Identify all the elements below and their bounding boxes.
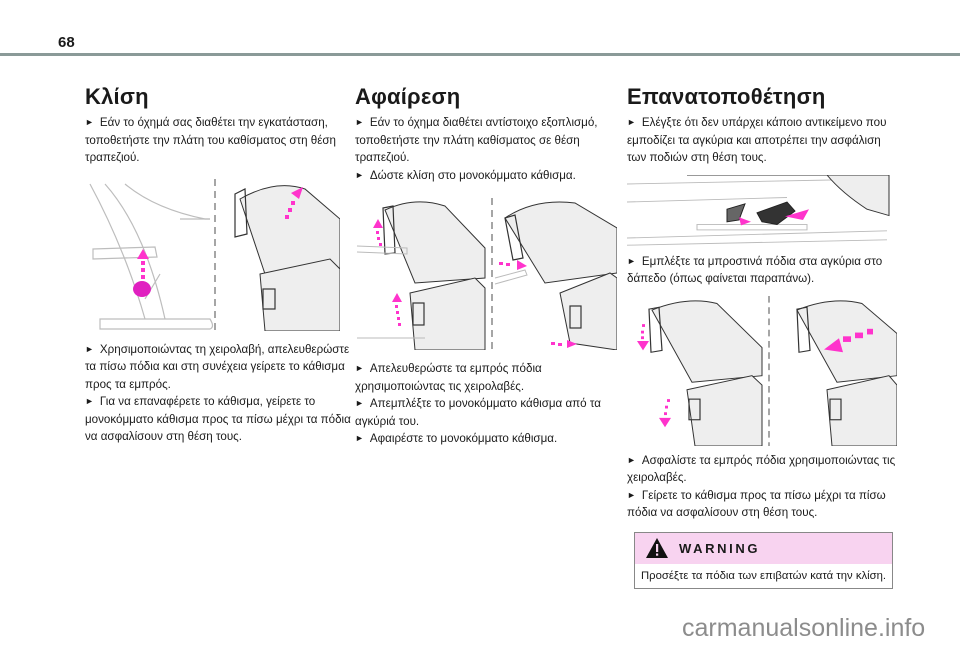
illustration-seat-tilt bbox=[85, 178, 355, 331]
bullet-arrow-icon: ► bbox=[355, 117, 364, 127]
section-title: Επανατοποθέτηση bbox=[627, 84, 826, 109]
instruction-step: ►Ελέγξτε ότι δεν υπάρχει κάποιο αντικείμ… bbox=[627, 116, 887, 164]
bullet-arrow-icon: ► bbox=[85, 343, 94, 354]
watermark: carmanualsonline.info bbox=[682, 614, 926, 642]
instruction-step: ►Αφαιρέστε το μονοκόμματο κάθισμα. bbox=[355, 432, 558, 445]
section-tilting: Κλίση ►Εάν το όχημά σας διαθέτει την εγκ… bbox=[85, 84, 355, 446]
pink-arrow-diagonal bbox=[285, 186, 303, 219]
instruction-step: ►Απελευθερώστε τα εμπρός πόδια χρησιμοπο… bbox=[355, 362, 542, 393]
section-title: Κλίση bbox=[85, 84, 149, 109]
header-divider bbox=[0, 53, 960, 56]
warning-title: WARNING bbox=[679, 540, 761, 556]
illustration-floor-anchors bbox=[627, 174, 899, 247]
instruction-step: ►Εάν το όχημά σας διαθέτει την εγκατάστα… bbox=[85, 116, 337, 164]
pink-arrow-up bbox=[137, 248, 149, 279]
bullet-arrow-icon: ► bbox=[627, 117, 636, 127]
warning-box: WARNING Προσέξτε τα πόδια των επιβατών κ… bbox=[634, 531, 893, 589]
pink-arrows bbox=[373, 219, 577, 348]
illustration-seat-removal bbox=[355, 198, 625, 350]
instruction-step: ►Δώστε κλίση στο μονοκόμματο κάθισμα. bbox=[355, 168, 576, 182]
bullet-arrow-icon: ► bbox=[355, 363, 364, 373]
section-title: Αφαίρεση bbox=[355, 84, 461, 109]
warning-text: Προσέξτε τα πόδια των επιβατών κατά την … bbox=[641, 569, 887, 582]
instruction-step: ►Γείρετε το κάθισμα προς τα πίσω μέχρι τ… bbox=[627, 488, 886, 520]
warning-header: WARNING bbox=[635, 532, 892, 564]
bullet-arrow-icon: ► bbox=[627, 489, 636, 500]
instruction-step: ►Χρησιμοποιώντας τη χειρολαβή, απελευθερ… bbox=[85, 342, 350, 391]
bullet-arrow-icon: ► bbox=[627, 454, 636, 465]
instruction-step: ►Για να επαναφέρετε το κάθισμα, γείρετε … bbox=[85, 395, 351, 443]
instruction-step: ►Εμπλέξτε τα μπροστινά πόδια στα αγκύρια… bbox=[627, 254, 883, 286]
section-removal: Αφαίρεση ►Εάν το όχημα διαθέτει αντίστοι… bbox=[355, 84, 625, 448]
pink-arrows bbox=[739, 208, 809, 225]
release-handle bbox=[133, 280, 151, 297]
bullet-arrow-icon: ► bbox=[85, 396, 94, 406]
page-number: 68 bbox=[58, 34, 75, 51]
bullet-arrow-icon: ► bbox=[355, 433, 364, 443]
instruction-step: ►Ασφαλίστε τα εμπρός πόδια χρησιμοποιώντ… bbox=[627, 453, 896, 485]
illustration-seat-refit bbox=[627, 295, 899, 446]
pink-arrows bbox=[637, 323, 873, 427]
bullet-arrow-icon: ► bbox=[627, 255, 636, 266]
warning-triangle-icon bbox=[646, 538, 668, 558]
instruction-step: ►Απεμπλέξτε το μονοκόμματο κάθισμα από τ… bbox=[355, 397, 601, 428]
bullet-arrow-icon: ► bbox=[355, 169, 364, 180]
bullet-arrow-icon: ► bbox=[85, 117, 94, 127]
bullet-arrow-icon: ► bbox=[355, 398, 364, 408]
section-refitting: Επανατοποθέτηση ►Ελέγξτε ότι δεν υπάρχει… bbox=[627, 84, 899, 589]
instruction-step: ►Εάν το όχημα διαθέτει αντίστοιχο εξοπλι… bbox=[355, 116, 598, 164]
